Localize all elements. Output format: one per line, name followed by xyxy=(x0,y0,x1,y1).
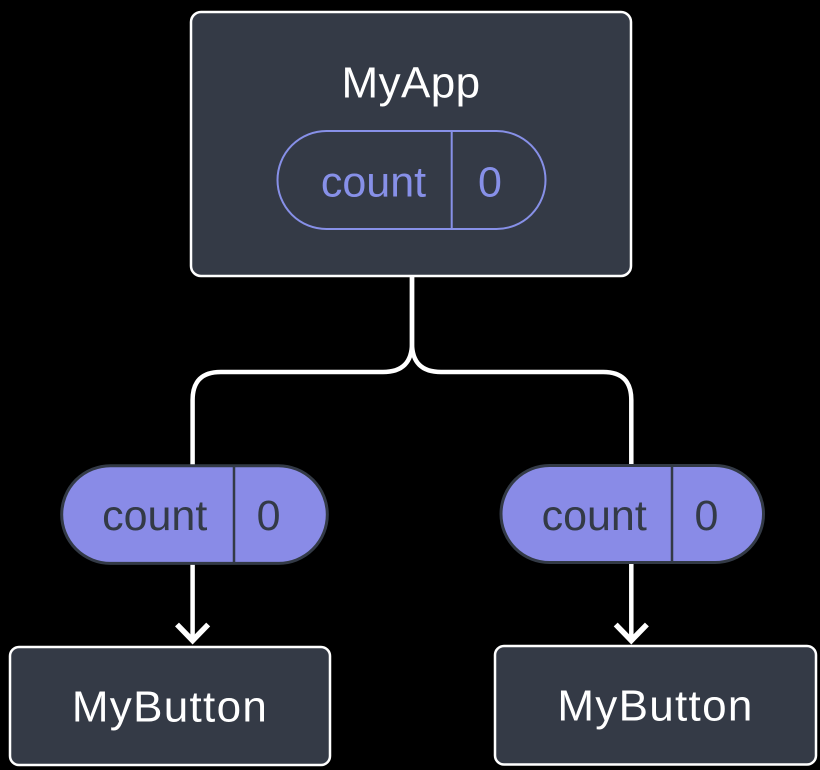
svg-text:count: count xyxy=(102,492,207,540)
svg-text:0: 0 xyxy=(695,492,719,540)
svg-text:MyButton: MyButton xyxy=(72,683,268,732)
svg-text:MyButton: MyButton xyxy=(557,682,753,731)
svg-text:MyApp: MyApp xyxy=(342,59,481,108)
svg-text:0: 0 xyxy=(478,159,502,207)
svg-text:0: 0 xyxy=(257,492,281,540)
svg-text:count: count xyxy=(321,159,426,207)
svg-text:count: count xyxy=(542,492,647,540)
